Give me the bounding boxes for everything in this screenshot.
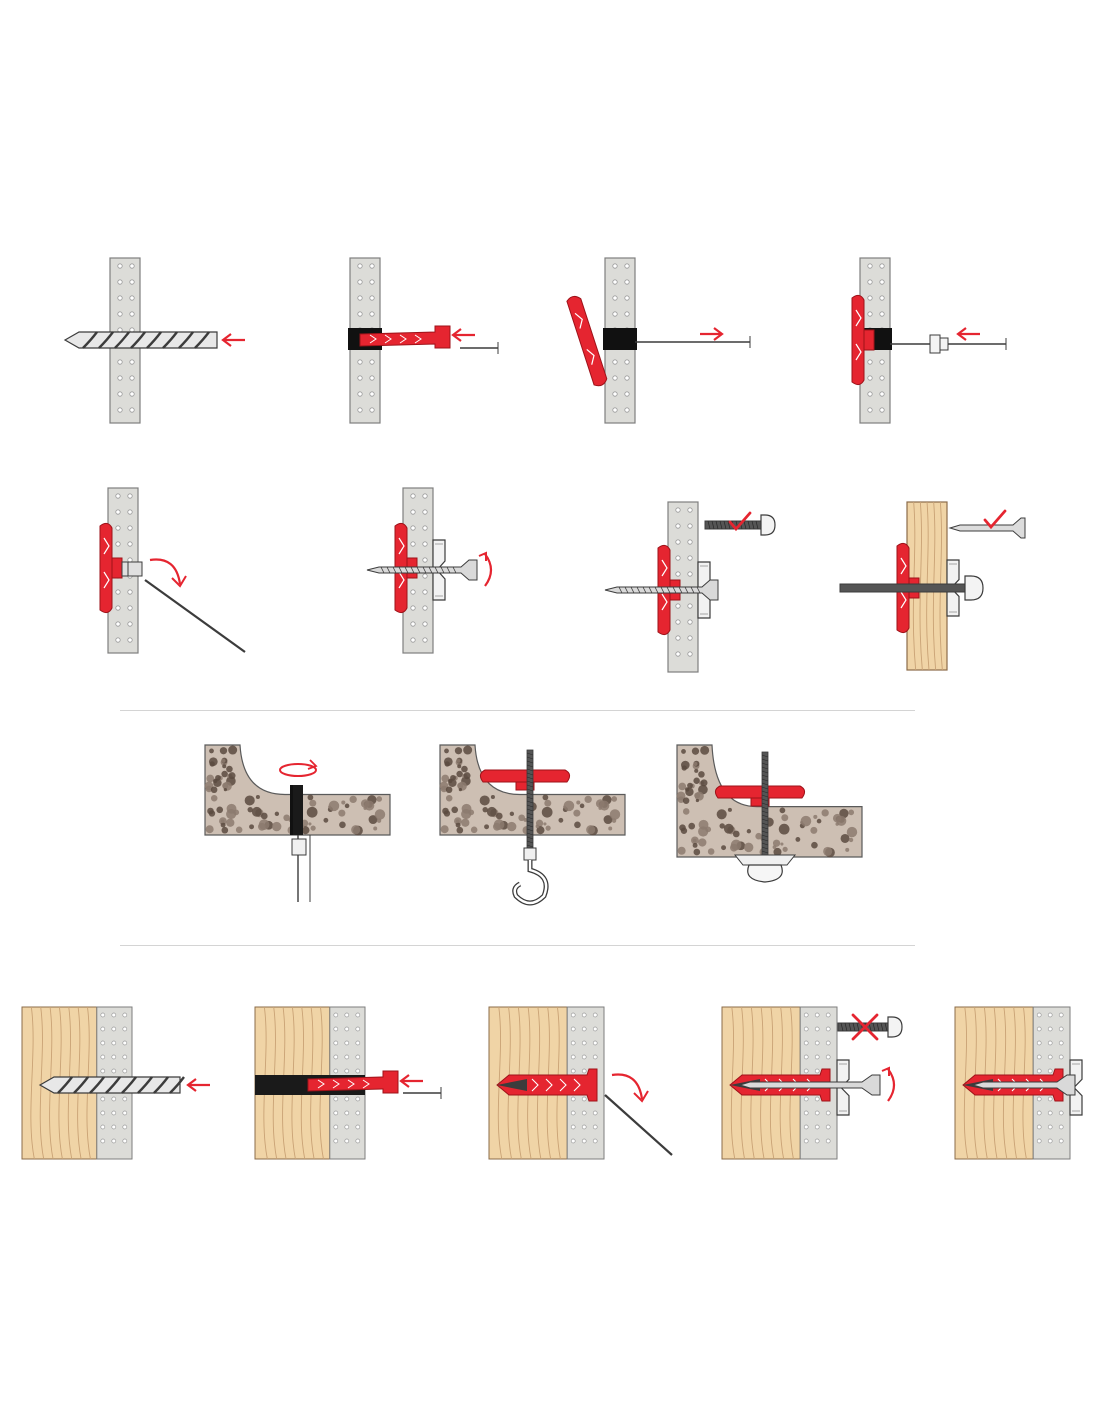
drill-icon	[291, 785, 311, 902]
threaded-rod	[761, 751, 769, 866]
fixture-icon	[733, 854, 797, 883]
bend-arrow-icon	[149, 558, 187, 588]
arrow-icon	[700, 327, 724, 341]
step-push-collar	[851, 257, 1007, 424]
threaded-rod	[526, 749, 534, 853]
plug-icon	[307, 1070, 399, 1094]
bolt-icon	[837, 1016, 903, 1038]
rotate-icon	[881, 1066, 896, 1102]
setting-rod	[635, 336, 751, 348]
screw-icon	[971, 1074, 1076, 1096]
step-finished	[954, 1006, 1083, 1160]
section-divider-2	[120, 945, 915, 946]
step-bolt-option	[604, 501, 776, 673]
hook-icon	[512, 847, 549, 906]
drill-bit-icon	[38, 1076, 185, 1094]
setting-rod	[604, 1094, 673, 1156]
step-remove-rod	[488, 1006, 673, 1160]
fixture-bracket	[697, 561, 711, 619]
fixture-bracket	[1069, 1059, 1083, 1116]
concrete-ceiling	[204, 744, 391, 836]
fixture-bracket	[836, 1059, 850, 1116]
collar-icon	[121, 561, 143, 577]
step-drill-hole	[63, 257, 245, 424]
setting-rod	[460, 342, 499, 354]
step-ceiling-bolt	[676, 744, 863, 883]
bend-arrow-icon	[611, 1073, 649, 1103]
drill-bit-icon	[63, 331, 218, 349]
arrow-icon	[956, 327, 980, 341]
plug-icon	[714, 785, 806, 807]
step-plug-tilts	[566, 257, 751, 424]
screw-icon	[738, 1074, 881, 1096]
step-snap-off-rod	[99, 487, 246, 654]
drill-hole	[603, 328, 637, 350]
concrete-ceiling	[676, 744, 863, 858]
check-icon	[728, 511, 752, 532]
plug-icon	[496, 1068, 598, 1102]
plug-icon	[851, 294, 875, 386]
concrete-ceiling	[439, 744, 626, 836]
plug-icon	[479, 769, 571, 791]
arrow-icon	[451, 328, 475, 342]
arrow-icon	[221, 333, 245, 347]
setting-rod	[403, 1087, 442, 1099]
cross-icon	[851, 1013, 879, 1041]
setting-rod	[144, 579, 246, 653]
plug-icon	[359, 325, 451, 349]
screw-icon	[948, 517, 1026, 539]
step-insert-plug	[348, 257, 499, 424]
check-icon	[983, 509, 1007, 530]
section-divider-1	[120, 710, 915, 711]
bolt-icon	[839, 575, 984, 601]
step-insert-solid	[254, 1006, 442, 1160]
collar-icon	[929, 334, 949, 354]
plug-icon	[566, 295, 608, 387]
step-fix-screw	[366, 487, 493, 654]
step-drill-solid	[21, 1006, 210, 1160]
screw-icon	[366, 559, 478, 581]
fixture-bracket	[432, 539, 446, 601]
step-drill-ceiling	[204, 744, 391, 902]
arrow-icon	[399, 1074, 423, 1088]
screw-icon	[604, 579, 719, 601]
step-screw-solid	[721, 1006, 903, 1160]
step-ceiling-hook	[439, 744, 626, 906]
step-wood-backing	[839, 501, 1026, 671]
arrow-icon	[186, 1078, 210, 1092]
rotate-icon	[279, 759, 318, 777]
rotate-icon	[478, 551, 493, 587]
